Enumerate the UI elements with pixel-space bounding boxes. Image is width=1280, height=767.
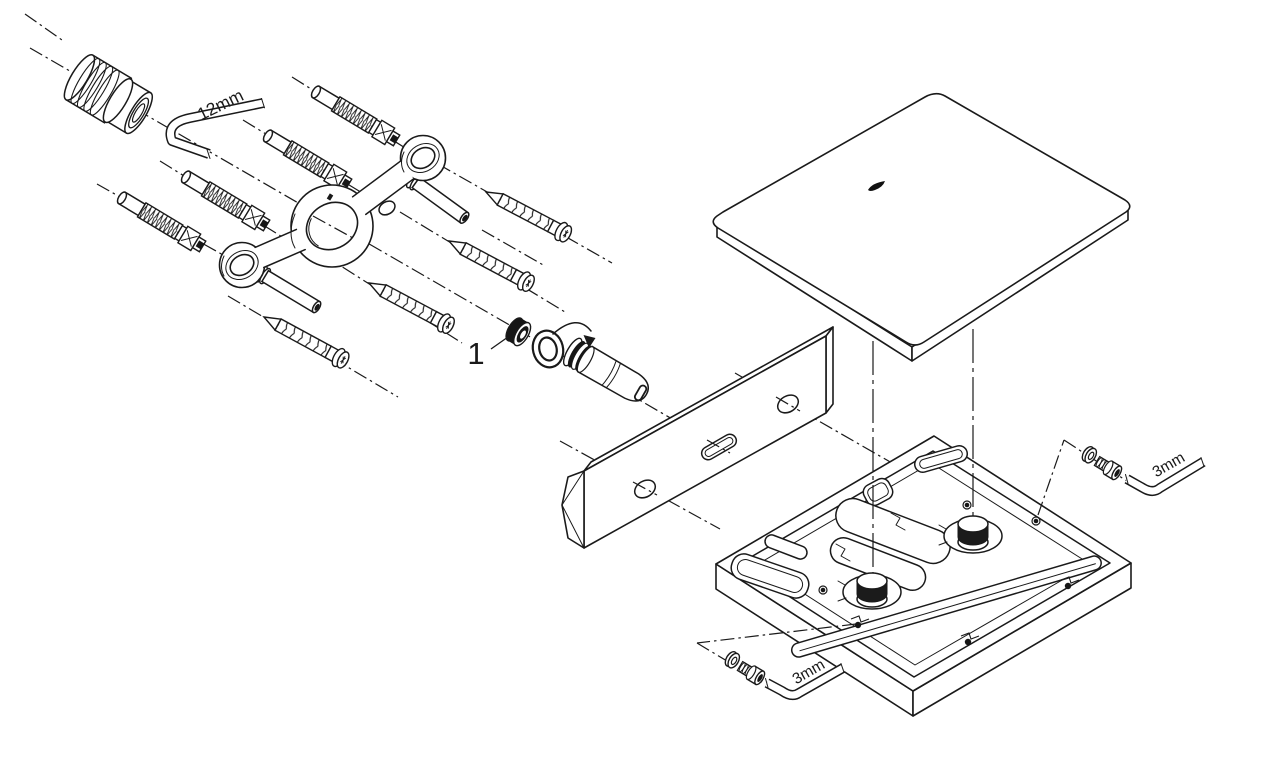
hex-key-12mm-label: 12mm bbox=[194, 85, 246, 124]
locating-knob-right bbox=[957, 515, 989, 551]
retaining-rail bbox=[790, 555, 1102, 658]
threaded-stud-1 bbox=[307, 81, 403, 150]
guide-pin-lower bbox=[253, 263, 325, 318]
shelf-plate bbox=[712, 92, 1131, 362]
tray-screw bbox=[818, 585, 828, 595]
hex-key-3mm-lower bbox=[764, 663, 846, 701]
center-lines bbox=[24, 13, 893, 530]
mounting-bracket bbox=[218, 134, 447, 289]
socket-screw-upper bbox=[1092, 453, 1125, 482]
locating-knob-left bbox=[856, 572, 888, 608]
tray-housing bbox=[835, 497, 951, 565]
callout-leader bbox=[490, 336, 509, 350]
swivel-adapter bbox=[562, 337, 649, 402]
wood-screw-3 bbox=[363, 273, 458, 337]
threaded-stud-3 bbox=[177, 166, 273, 235]
hex-key-3mm-upper bbox=[1124, 457, 1206, 496]
brand-logo bbox=[868, 181, 885, 191]
wire-clip bbox=[890, 512, 906, 531]
tray-cutout bbox=[913, 445, 969, 473]
wall-bracket-plate bbox=[561, 326, 834, 549]
annotations: 1 bbox=[312, 215, 801, 496]
wood-screw-4 bbox=[258, 307, 353, 372]
bracket-notch bbox=[326, 193, 334, 201]
tray-screw bbox=[1031, 516, 1041, 526]
tray-cutout bbox=[730, 553, 810, 599]
fixing-set-upper: 3mm bbox=[1079, 444, 1206, 496]
wood-screw-2 bbox=[443, 231, 538, 295]
rotation-arrow bbox=[552, 322, 596, 348]
wire-clip bbox=[835, 543, 851, 562]
cover-sleeve bbox=[63, 54, 154, 135]
wood-screw-1 bbox=[480, 182, 576, 246]
socket-screw-lower bbox=[735, 658, 768, 687]
retainer-bushing bbox=[505, 317, 532, 347]
part-1-callout-label: 1 bbox=[467, 336, 484, 371]
tray-screw bbox=[962, 500, 972, 510]
hex-key-12mm bbox=[165, 98, 265, 159]
threaded-stud-2 bbox=[259, 125, 355, 194]
tray-cutout bbox=[862, 477, 894, 507]
o-ring bbox=[531, 329, 565, 369]
tray-cutout bbox=[764, 534, 808, 560]
base-tray bbox=[715, 329, 1132, 717]
threaded-stud-4 bbox=[113, 187, 209, 256]
